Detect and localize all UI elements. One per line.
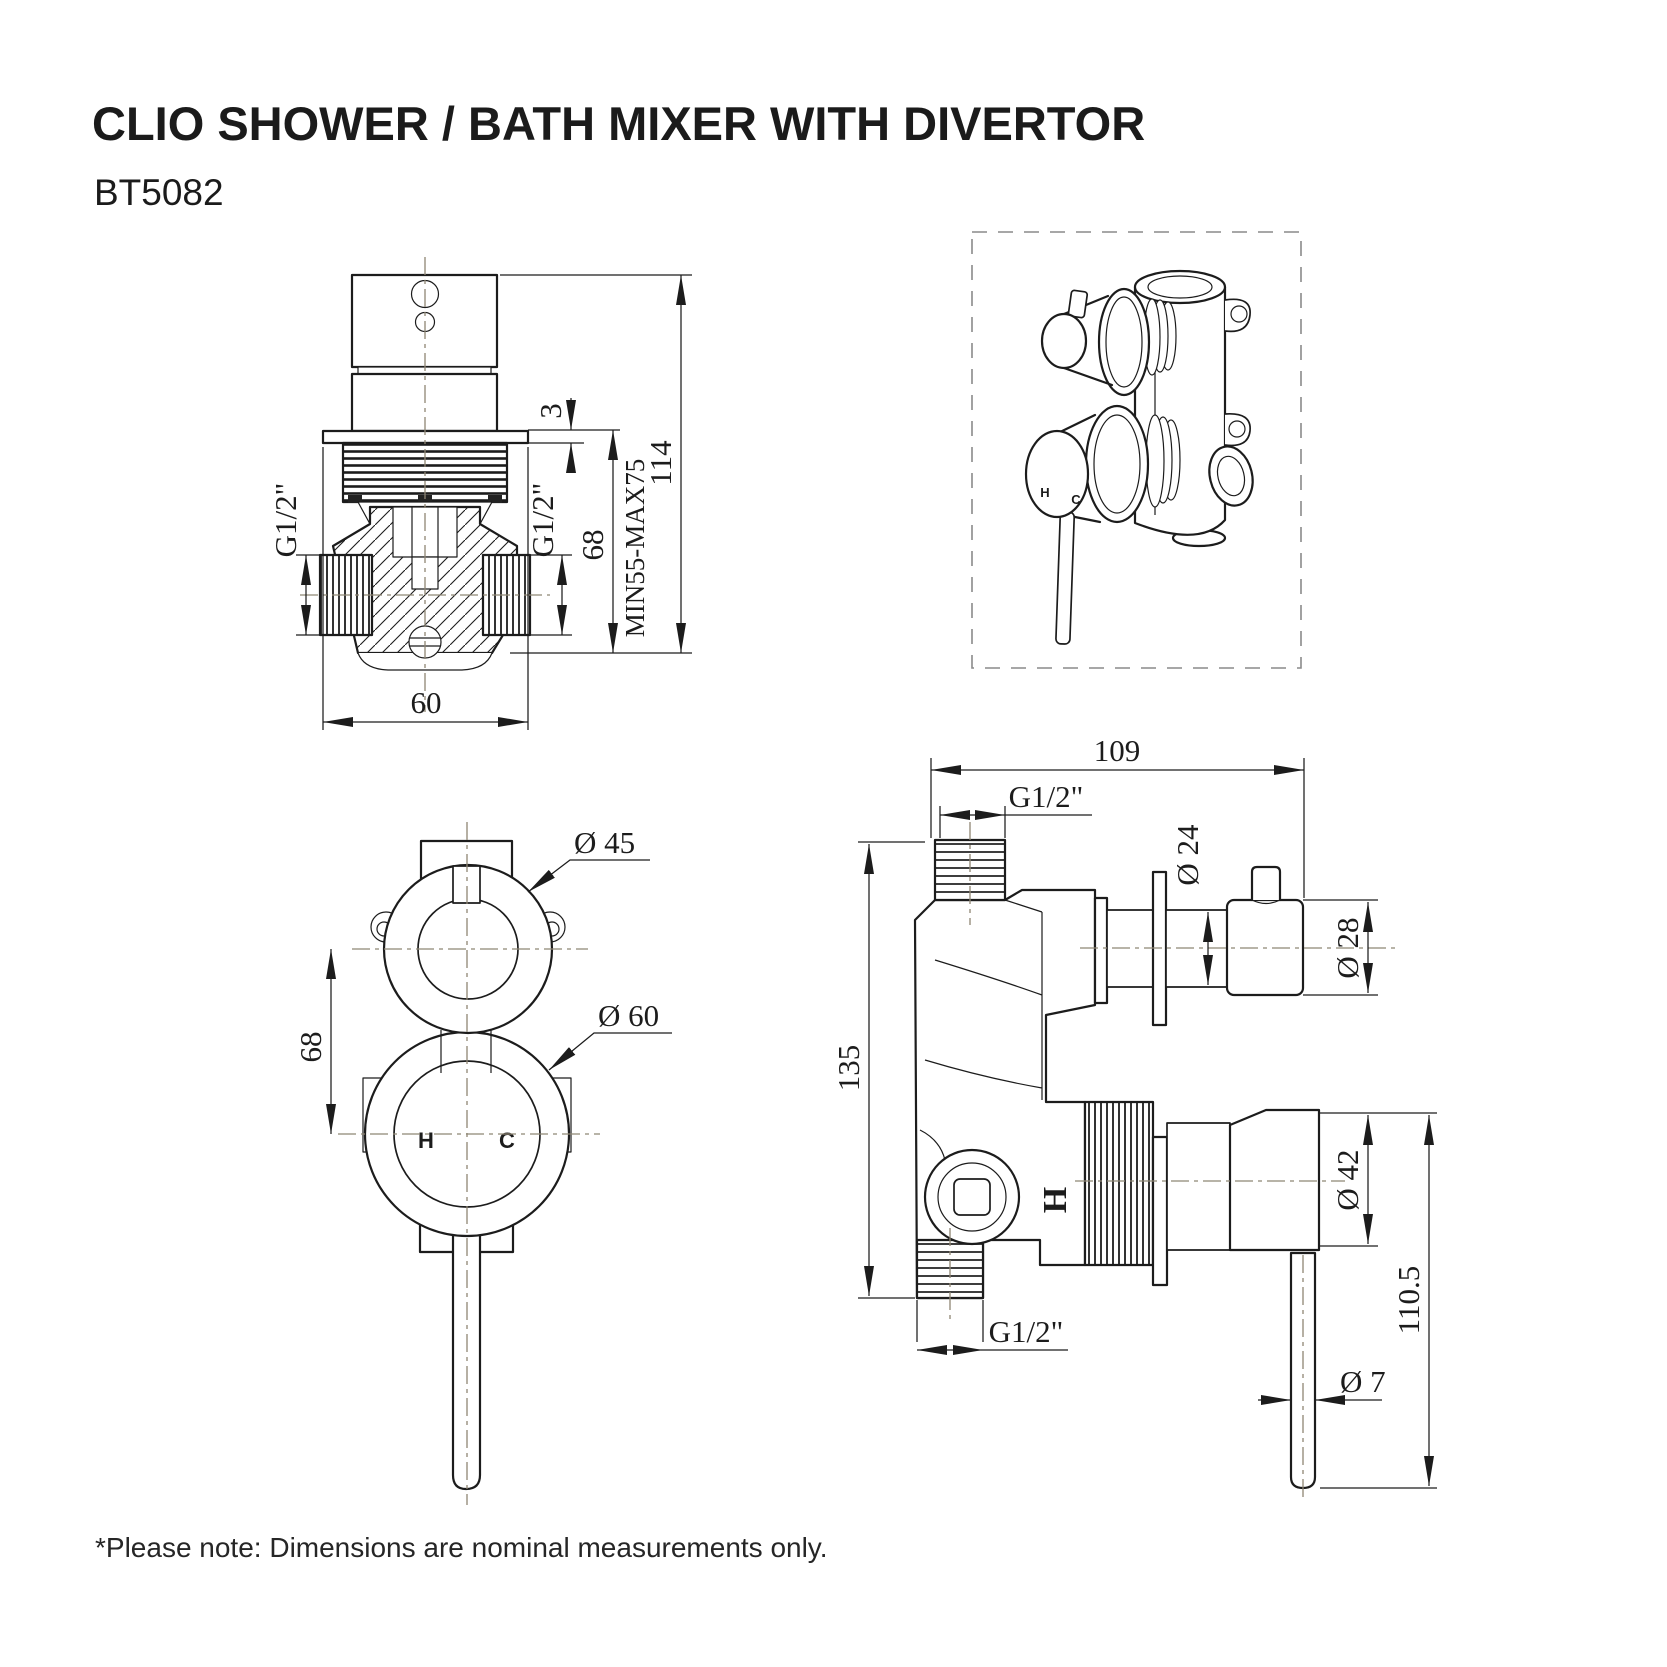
dim-lever-dia: Ø 7: [1340, 1364, 1386, 1399]
dim-g12top-ext: [939, 806, 1006, 838]
cold-label: C: [499, 1128, 515, 1153]
extension-lines: [500, 274, 692, 654]
iso-side-port: [1208, 445, 1254, 507]
iso-tab-lower-hole: [1228, 420, 1246, 438]
dim-plate-dia: Ø 60: [598, 998, 659, 1033]
iso-lower-escutcheon: [1084, 404, 1150, 524]
dim-depth-range: MIN55-MAX75: [620, 459, 650, 638]
iso-upper-knob-face: [1040, 312, 1088, 370]
handle-body: [1228, 1108, 1321, 1252]
lower-wall-plate: [1151, 1135, 1169, 1287]
iso-lower-escutcheon-rim: [1093, 414, 1141, 514]
dim-overall-height: 114: [643, 440, 678, 486]
model-code: BT5082: [94, 172, 224, 213]
hot-label: H: [418, 1128, 434, 1153]
lower-collar-threads: [1085, 1102, 1153, 1265]
iso-tab-lower: [1224, 412, 1251, 447]
dim-left-inlet: G1/2": [268, 483, 303, 558]
body-bottom-cap: [357, 652, 493, 671]
front-section-view: 3 68 MIN55-MAX75 114 G1/2" G1/2" 60: [268, 257, 692, 730]
handle-stub: [1166, 1122, 1231, 1251]
seal-right: [488, 495, 502, 503]
iso-hot-label: H: [1040, 485, 1049, 500]
dim-lever-length: 110.5: [1391, 1266, 1426, 1335]
dim-flange-gap: 3: [533, 403, 568, 419]
body-detail-lines: [919, 899, 1043, 1161]
dim-dia42-ext: [1319, 1112, 1437, 1247]
dim-bottom-outlet: G1/2": [989, 1314, 1064, 1349]
dim-g12bot-ext: [916, 1300, 984, 1342]
leader-dia60: [548, 1032, 672, 1071]
dim-body-depth: 68: [575, 530, 610, 561]
iso-tab-upper-hole: [1230, 305, 1248, 323]
iso-cold-label: C: [1071, 492, 1081, 507]
hot-marking: H: [1037, 1187, 1074, 1213]
iso-lower-knob-face: [1024, 429, 1090, 519]
iso-upper-escutcheon-rim: [1105, 296, 1143, 388]
dim-centre-distance: 68: [293, 1032, 328, 1063]
cartridge-slot: [411, 507, 439, 557]
dim-dia28-ext: [1303, 899, 1378, 996]
drive-square: [953, 1178, 991, 1216]
dim-stem-dia: Ø 24: [1170, 824, 1205, 886]
iso-knob-pin: [1067, 289, 1089, 319]
upper-collar: [1093, 896, 1109, 1005]
iso-lever: [1055, 511, 1076, 645]
page-title: CLIO SHOWER / BATH MIXER WITH DIVERTOR: [92, 97, 1146, 150]
isometric-view: H C: [971, 231, 1302, 669]
dim-overall-width: 109: [1094, 733, 1141, 768]
dim-overall-height: 135: [831, 1045, 866, 1092]
front-view: H C Ø 45 Ø 60 68: [293, 822, 672, 1505]
dim-body-width: 60: [411, 685, 442, 720]
iso-upper-escutcheon: [1097, 287, 1151, 397]
seal-left: [348, 495, 362, 503]
dim-handle-dia: Ø 42: [1330, 1149, 1365, 1210]
dim-60-ext: [322, 447, 529, 730]
dim-top-outlet: G1/2": [1009, 779, 1084, 814]
divertor-pin-base: [1251, 899, 1281, 905]
dim-divertor-dia: Ø 45: [574, 825, 635, 860]
dashed-border: [971, 231, 1302, 669]
neck-lines: [440, 1030, 492, 1073]
iso-top-port-bore: [1147, 275, 1213, 299]
dim-135-ext: [858, 841, 925, 1299]
dim-right-inlet: G1/2": [525, 483, 560, 558]
side-view: H 109: [831, 733, 1437, 1502]
valve-body: [913, 888, 1097, 1300]
dim-divertor-knob-dia: Ø 28: [1330, 917, 1365, 978]
divertor-pin-side: [1250, 865, 1282, 902]
footnote: *Please note: Dimensions are nominal mea…: [95, 1532, 828, 1563]
leader-dia45: [527, 859, 650, 893]
